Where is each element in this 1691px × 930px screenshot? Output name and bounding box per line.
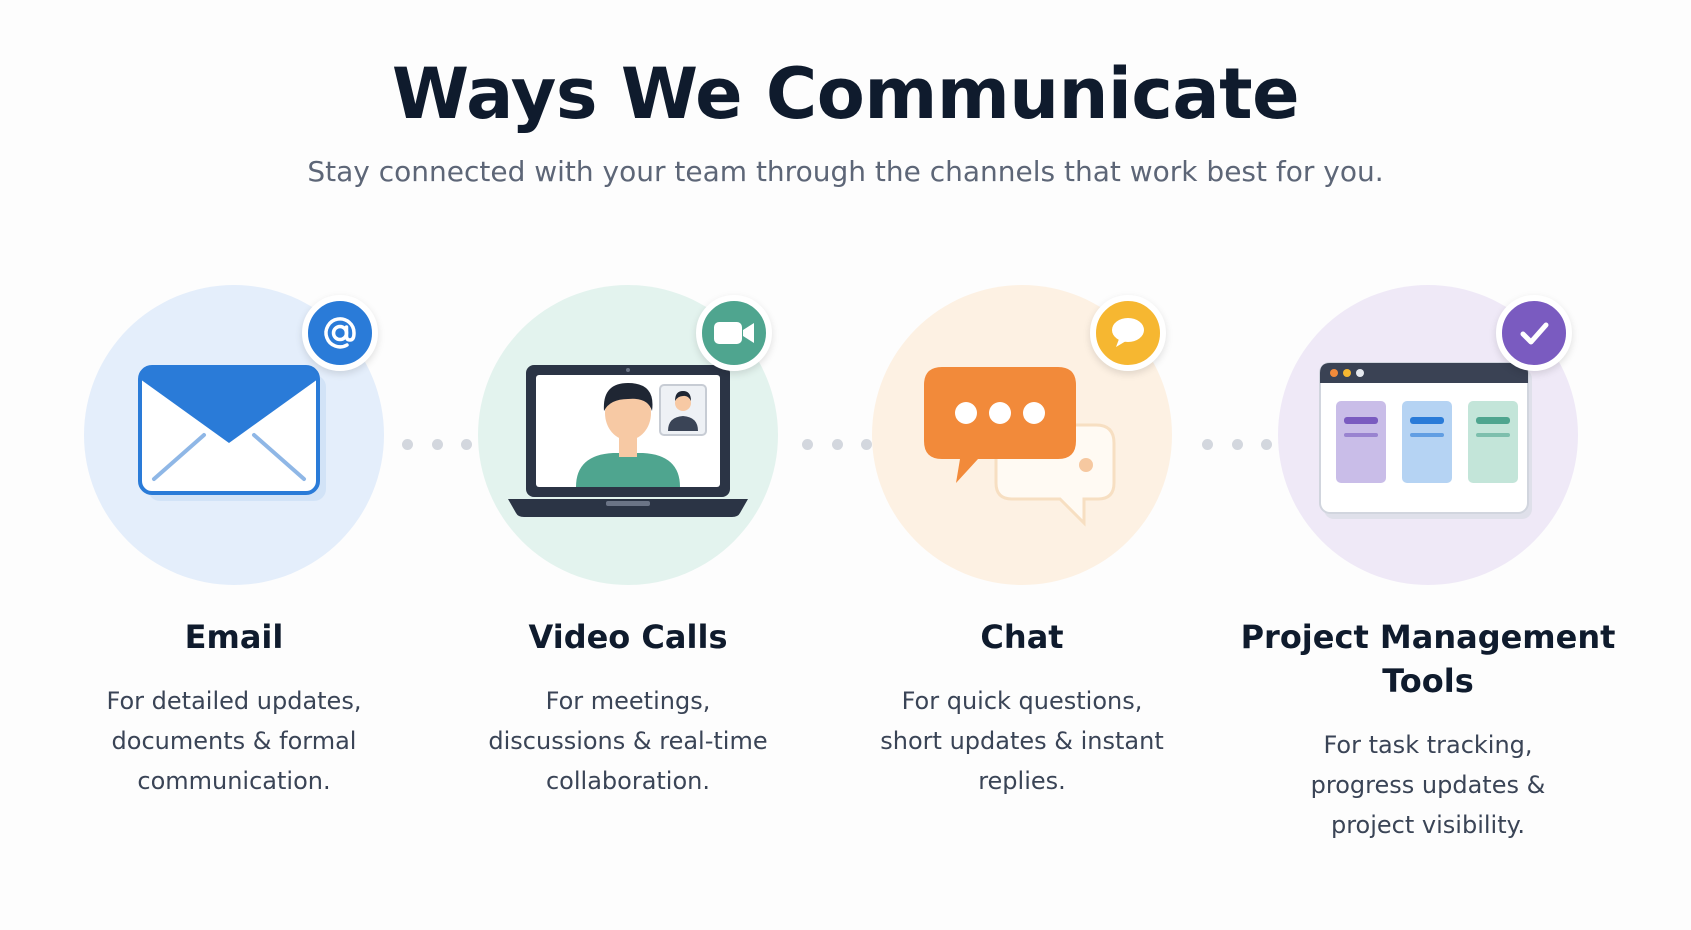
project-management-illustration bbox=[1278, 285, 1578, 585]
channel-description: For task tracking, progress updates & pr… bbox=[1310, 731, 1546, 839]
channel-name: Email bbox=[184, 618, 284, 656]
kanban-board-icon bbox=[1319, 362, 1532, 519]
channel-email: Email For detailed updates, documents & … bbox=[34, 285, 434, 801]
channel-name: Chat bbox=[980, 618, 1064, 656]
checkmark-icon bbox=[1496, 295, 1572, 371]
page-title: Ways We Communicate bbox=[391, 53, 1300, 135]
chat-bubbles-icon bbox=[924, 367, 1116, 527]
channel-video-calls: Video Calls For meetings, discussions & … bbox=[428, 285, 828, 801]
channel-name: Video Calls bbox=[528, 618, 728, 656]
laptop-video-call-icon bbox=[508, 365, 748, 517]
chat-illustration bbox=[872, 285, 1172, 585]
email-illustration bbox=[84, 285, 384, 585]
channel-name: Project Management Tools bbox=[1240, 618, 1616, 700]
video-camera-icon bbox=[696, 295, 772, 371]
speech-bubble-icon bbox=[1090, 295, 1166, 371]
channel-description: For detailed updates, documents & formal… bbox=[106, 687, 362, 795]
channel-description: For quick questions, short updates & ins… bbox=[880, 687, 1164, 795]
envelope-icon bbox=[138, 365, 326, 501]
channel-project-management: Project Management Tools For task tracki… bbox=[1228, 285, 1628, 845]
at-sign-icon bbox=[302, 295, 378, 371]
connector-dots bbox=[802, 438, 872, 450]
channel-description: For meetings, discussions & real-time co… bbox=[488, 687, 768, 795]
connector-dots bbox=[1202, 438, 1272, 450]
channel-chat: Chat For quick questions, short updates … bbox=[822, 285, 1222, 801]
video-calls-illustration bbox=[478, 285, 778, 585]
connector-dots bbox=[402, 438, 472, 450]
page-subtitle: Stay connected with your team through th… bbox=[307, 155, 1384, 188]
